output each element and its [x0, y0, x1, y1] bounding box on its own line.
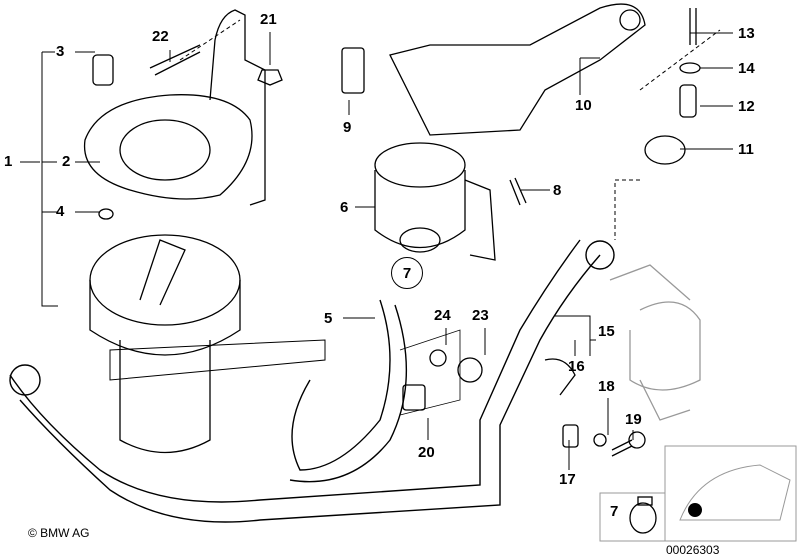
- small-fasteners: [92, 44, 283, 220]
- copyright: © BMW AG: [28, 526, 90, 540]
- hoses: [9, 239, 615, 523]
- label-5: 5: [324, 310, 333, 327]
- small-parts: [402, 177, 646, 457]
- label-15: 15: [598, 323, 615, 340]
- label-8: 8: [553, 182, 562, 199]
- label-23: 23: [472, 307, 489, 324]
- location-marker: [688, 503, 702, 517]
- label-13: 13: [738, 25, 755, 42]
- label-4: 4: [56, 203, 65, 220]
- hose-clamp-icon: [629, 496, 657, 534]
- label-12: 12: [738, 98, 755, 115]
- label-6: 6: [340, 199, 349, 216]
- part-9: [341, 47, 365, 94]
- check-valve: [374, 142, 496, 261]
- bracket-part-10: [389, 3, 646, 136]
- air-pump: [89, 234, 241, 454]
- label-1: 1: [4, 153, 13, 170]
- label-2: 2: [62, 153, 71, 170]
- label-9: 9: [343, 119, 352, 136]
- label-20: 20: [418, 444, 435, 461]
- callout-lines: [20, 19, 733, 470]
- label-16: 16: [568, 358, 585, 375]
- label-24: 24: [434, 307, 451, 324]
- label-19: 19: [625, 411, 642, 428]
- label-21: 21: [260, 11, 277, 28]
- label-3: 3: [56, 43, 65, 60]
- bracket-part-2: [83, 9, 266, 206]
- bolt-stack: [644, 8, 701, 165]
- label-7-circled: 7: [391, 257, 423, 289]
- label-11: 11: [738, 141, 754, 158]
- inset-frames: [599, 445, 797, 542]
- label-17: 17: [559, 471, 576, 488]
- inset-label-7: 7: [610, 503, 619, 520]
- ghost-component: [609, 264, 701, 421]
- label-10: 10: [575, 97, 592, 114]
- label-14: 14: [738, 60, 755, 77]
- label-22: 22: [152, 28, 169, 45]
- label-18: 18: [598, 378, 615, 395]
- diagram-number: 00026303: [666, 543, 720, 557]
